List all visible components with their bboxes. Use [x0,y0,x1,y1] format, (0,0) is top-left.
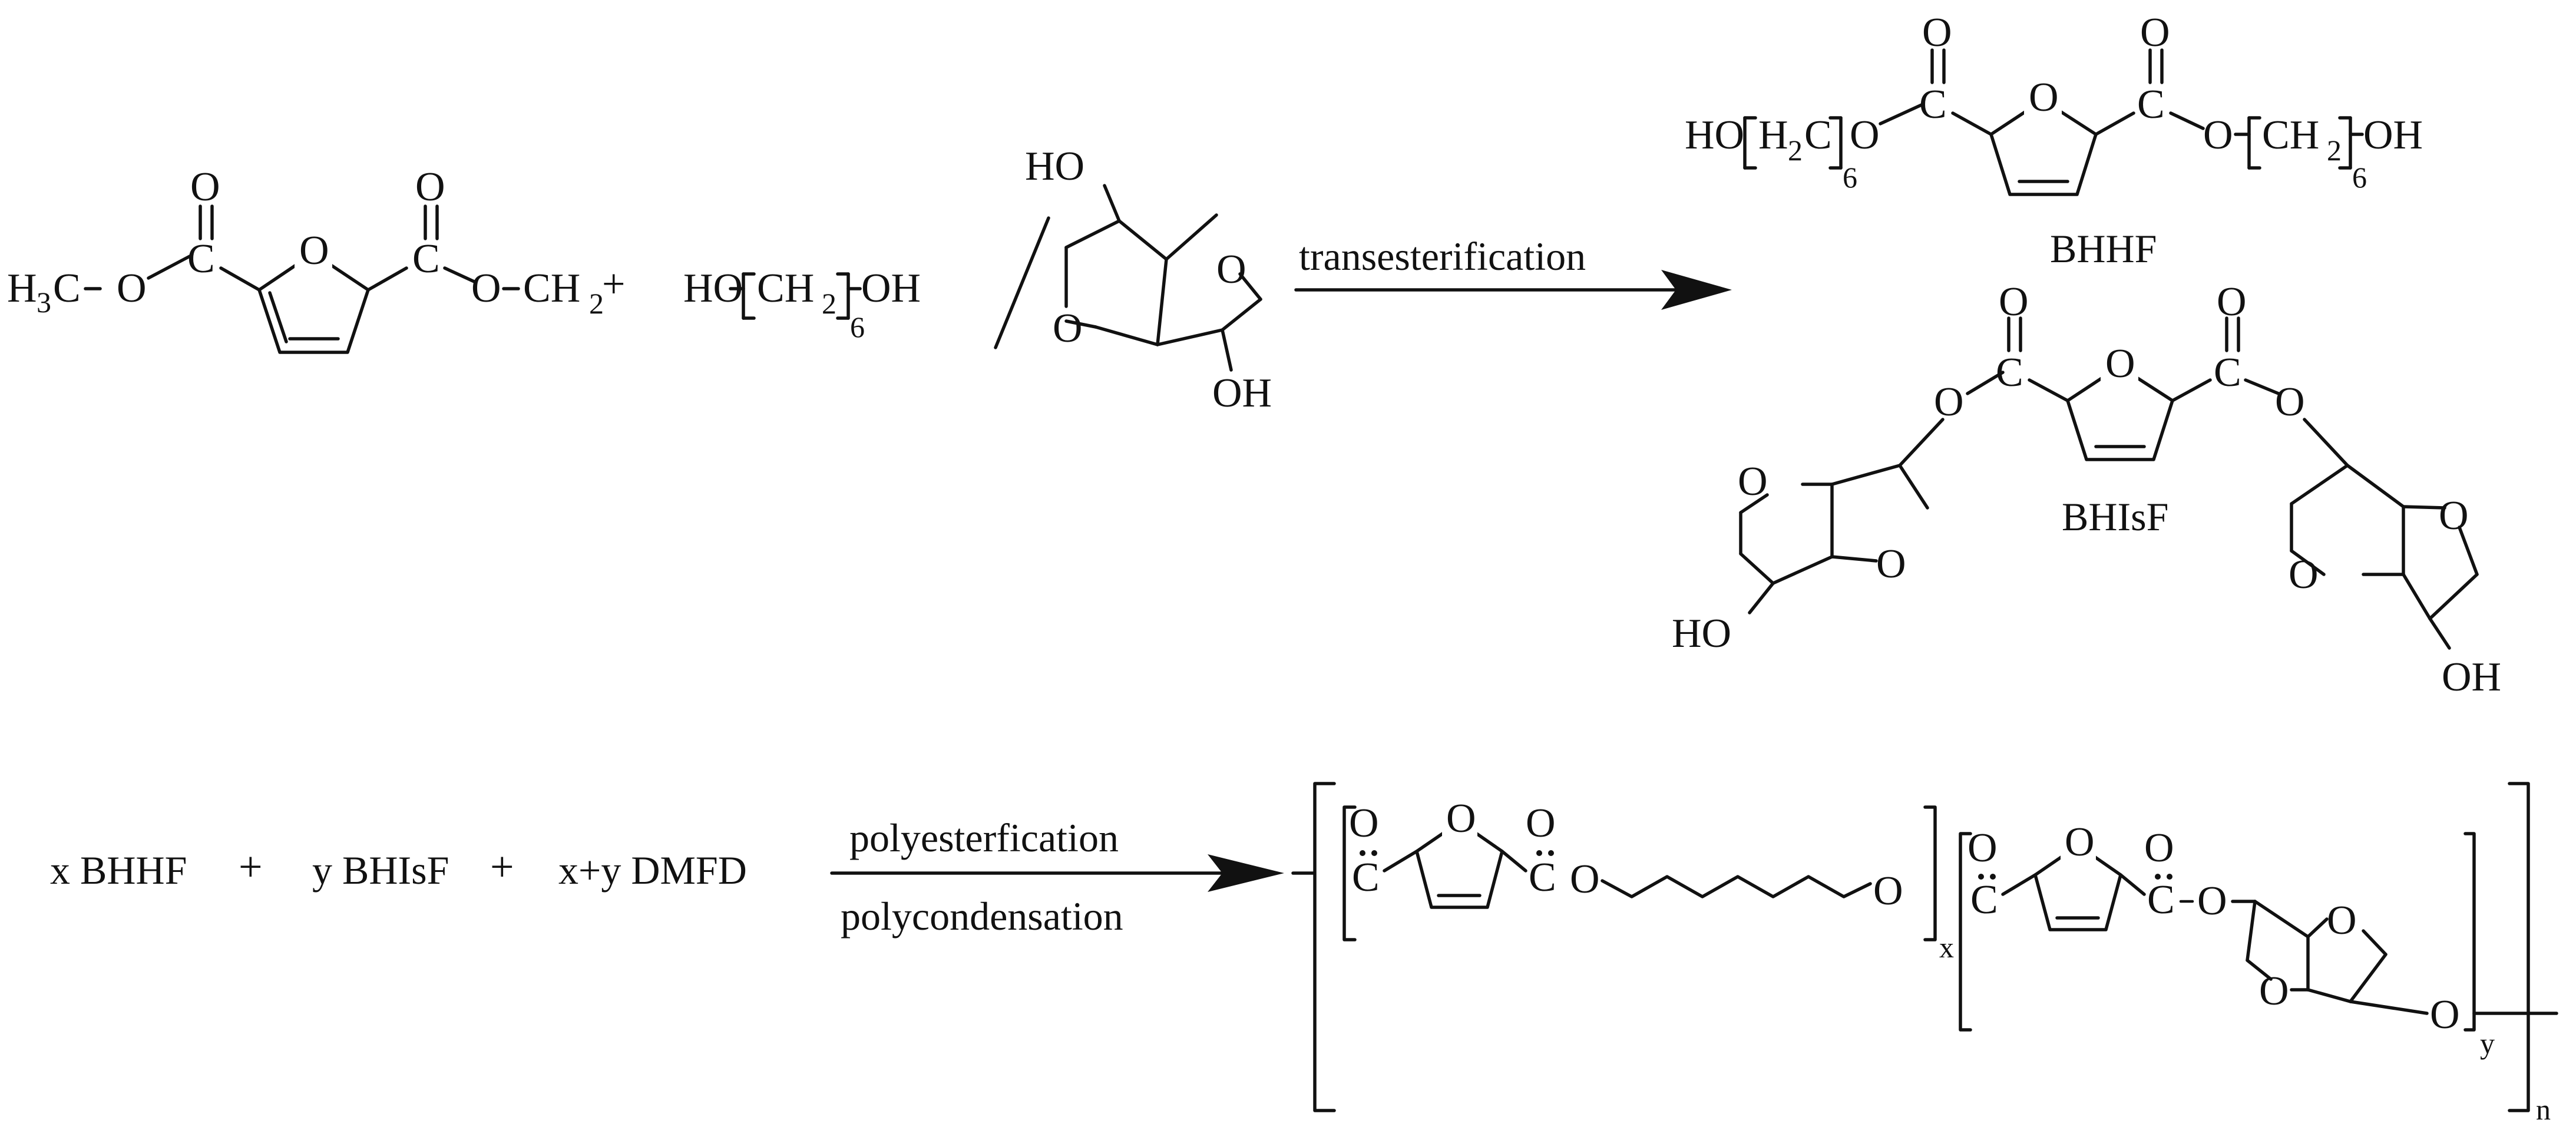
bhisf-left-o1: O [1738,459,1768,504]
poly-x-o-ester-2: O [1873,868,1903,914]
poly-x-c2: C [1529,855,1556,900]
isosorbide-structure: HO O O OH [1025,144,1272,416]
polymer-subscript-y: y [2480,1027,2495,1060]
plus-1: + [239,843,263,890]
dmfd-o-right: O [471,266,501,311]
poly-y-furan-o: O [2065,820,2095,865]
poly-y-o-ester-2: O [2430,992,2460,1037]
bhisf-right-oh: OH [2442,655,2501,700]
plus-2: + [490,843,514,890]
bhisf-left-o2: O [1876,541,1906,587]
bhhf-h2c-c: C [1804,113,1832,158]
dmfd-h-subscript: 3 [37,286,51,319]
or-slash [994,216,1050,349]
bhisf-o-carbonyl-1: O [1999,279,2029,325]
bhisf-c2: C [2214,350,2241,395]
dmfd-furan-o: O [299,228,329,273]
dmfd-structure: H 3 C O C O O C O O CH 2 + [7,164,625,354]
copolymer-structure: n O C O O C O O x O C O O C [1291,782,2558,1126]
bhhf-o-right: O [2203,113,2233,158]
isosorbide-oh: OH [1212,371,1272,416]
poly-x-o-carbonyl-2: O [1526,801,1556,846]
bhhf-o-carbonyl-2: O [2140,10,2170,55]
polycondensation-label: polycondensation [841,894,1123,939]
reactant-xy-dmfd: x+y DMFD [558,848,747,893]
poly-y-c1: C [1970,877,1998,923]
poly-x-o-ester-1: O [1570,857,1600,902]
hexanediol-structure: HO CH 2 6 OH [683,266,921,343]
dmfd-ch2: CH [523,266,580,311]
polymer-subscript-x: x [1939,931,1954,964]
poly-y-o-carbonyl-2: O [2144,825,2174,871]
reactant-x-bhhf: x BHHF [50,848,187,893]
bhhf-h2c-sub: 2 [1788,134,1803,167]
bhisf-c1: C [1996,350,2023,395]
poly-y-o-ester-1: O [2197,878,2227,924]
isosorbide-o-right: O [1216,247,1246,292]
poly-x-furan-o: O [1446,796,1476,841]
bhhf-name: BHHF [2050,226,2157,271]
reactant-y-bhisf: y BHIsF [312,848,449,893]
bhisf-left-ho: HO [1672,611,1731,656]
bhisf-structure: O C O O C O O BHIsF O O HO [1672,279,2501,700]
hexanediol-repeat: 6 [850,310,865,343]
bhhf-ch2-sub: 2 [2327,134,2342,167]
bhhf-o-left: O [1850,113,1880,158]
poly-x-o-carbonyl-1: O [1349,801,1379,846]
hexanediol-oh: OH [861,266,921,311]
bhisf-o-carbonyl-2: O [2217,279,2247,325]
bhhf-structure: HO H 2 C 6 O C O O C O O CH 2 [1685,10,2423,271]
dmfd-c2: C [412,236,440,282]
bhisf-furan-o: O [2105,341,2135,386]
dmfd-ch2-sub: 2 [589,287,604,320]
bhhf-repeat-right: 6 [2352,161,2367,194]
bhhf-furan-o: O [2029,75,2059,120]
dmfd-h-label: H [7,266,37,311]
polyesterfication-label: polyesterfication [849,815,1119,860]
bhisf-name: BHIsF [2062,494,2168,539]
poly-y-c2: C [2147,877,2175,923]
transesterification-arrow: transesterification [1294,234,1732,310]
poly-y-ring-o1: O [2327,898,2357,943]
dmfd-plus: + [602,262,625,307]
hexanediol-ch2-sub: 2 [822,287,836,320]
bhhf-ho: HO [1685,113,1744,158]
transesterification-label: transesterification [1299,234,1586,279]
dmfd-o-left: O [117,266,147,311]
poly-y-ring-o2: O [2259,969,2289,1014]
polymer-subscript-n: n [2536,1093,2551,1126]
polyesterfication-arrow: polyesterfication polycondensation [830,815,1284,939]
dmfd-c1: C [187,236,215,282]
bhisf-right-o2: O [2289,552,2319,597]
bhhf-h2c: H [1758,113,1788,158]
bhhf-o-carbonyl-1: O [1922,10,1952,55]
bhhf-repeat-left: 6 [1843,161,1857,194]
dmfd-c-label: C [53,266,81,311]
bhhf-oh: OH [2363,113,2423,158]
bhisf-right-o1: O [2439,493,2469,538]
poly-x-c1: C [1352,855,1380,900]
dmfd-o-carbonyl-2: O [415,164,445,210]
isosorbide-ho: HO [1025,144,1084,189]
isosorbide-o-left: O [1053,306,1083,351]
dmfd-o-carbonyl-1: O [190,164,220,210]
bhisf-o-ester-right: O [2275,379,2305,425]
bhhf-c2: C [2137,82,2165,127]
bhhf-c1: C [1919,82,1947,127]
bhisf-o-ester-left: O [1934,379,1964,425]
bhhf-ch2: CH [2262,113,2319,158]
poly-y-o-carbonyl-1: O [1967,825,1998,871]
reaction2-reactants: x BHHF + y BHIsF + x+y DMFD [50,843,747,893]
hexanediol-ch2: CH [757,266,814,311]
